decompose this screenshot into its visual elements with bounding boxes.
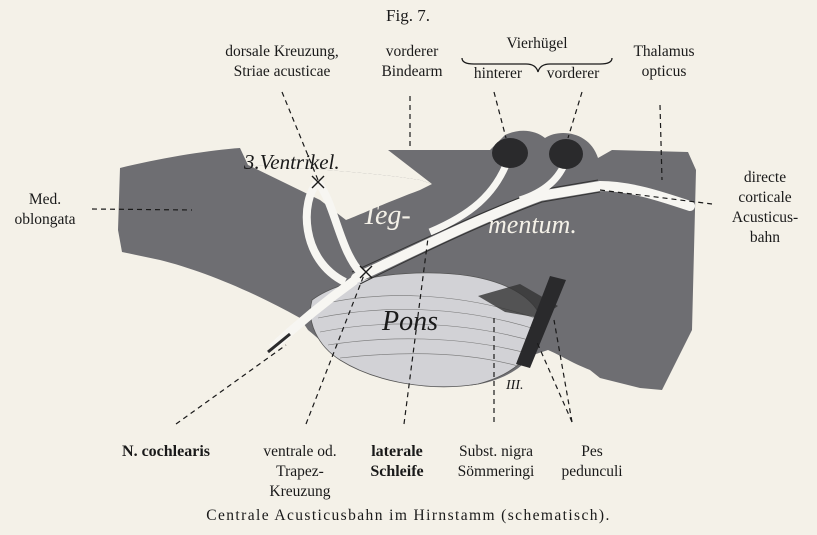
- ventrikel-label: 3.Ventrikel.: [244, 150, 340, 175]
- nerve-iii-label: III.: [506, 378, 524, 394]
- label-vierhuegel: Vierhügel: [506, 34, 567, 54]
- mentum-label: mentum.: [488, 210, 577, 240]
- teg-label: Teg-: [362, 200, 411, 232]
- pons-label: Pons: [382, 306, 438, 338]
- label-n-cochlearis: N. cochlearis: [122, 442, 210, 462]
- label-vierhuegel-vorderer: vorderer: [547, 64, 600, 84]
- label-trapez-kreuzung: ventrale od.Trapez-Kreuzung: [263, 442, 336, 502]
- hinterer-vierhuegel-nucleus: [492, 138, 528, 168]
- vorderer-vierhuegel-nucleus: [549, 139, 583, 169]
- label-vierhuegel-hinterer: hinterer: [474, 64, 522, 84]
- figure-caption: Centrale Acusticusbahn im Hirnstamm (sch…: [206, 507, 610, 525]
- label-med-oblongata: Med.oblongata: [14, 190, 75, 230]
- label-dorsale-kreuzung: dorsale Kreuzung,Striae acusticae: [225, 42, 339, 82]
